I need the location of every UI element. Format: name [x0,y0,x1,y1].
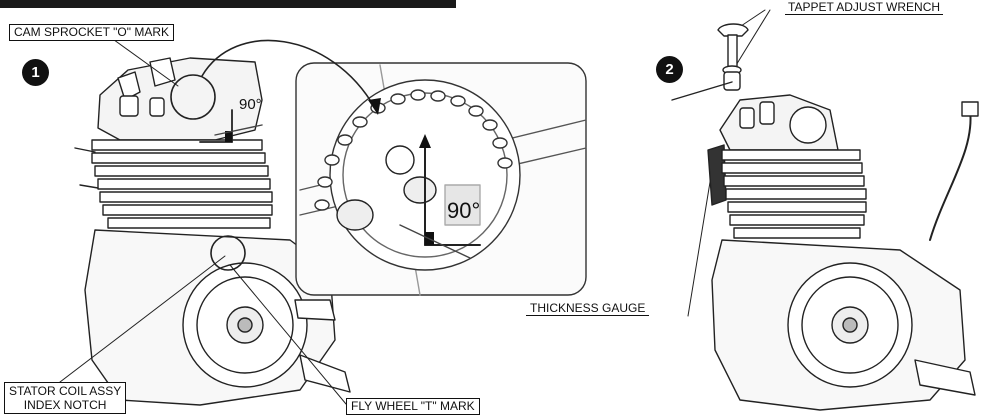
left-engine [74,57,351,406]
stator-coil-index-notch-label: STATOR COIL ASSY INDEX NOTCH [4,382,127,414]
leader-lines [59,9,771,405]
tappet-adjust-wrench-label: TAPPET ADJUST WRENCH [785,1,944,15]
header-bar [0,0,456,8]
right-cylinder-fins [721,149,867,239]
step-1-badge: 1 [22,59,49,86]
right-engine [671,23,979,411]
chain [314,89,513,211]
cam-sprocket-mark-label: CAM SPROCKET "O" MARK [9,24,174,41]
cylinder-fins [91,139,273,229]
angle-label-large: 90° [447,198,481,223]
stator-label-line2: INDEX NOTCH [23,398,107,412]
flywheel-t-mark-label: FLY WHEEL "T" MARK [346,398,480,415]
step-2-badge: 2 [656,56,683,83]
stator-label-line1: STATOR COIL ASSY [9,384,122,398]
zoom-inset [201,39,587,296]
thickness-gauge-label: THICKNESS GAUGE [526,302,650,316]
angle-label-small: 90° [239,96,262,113]
